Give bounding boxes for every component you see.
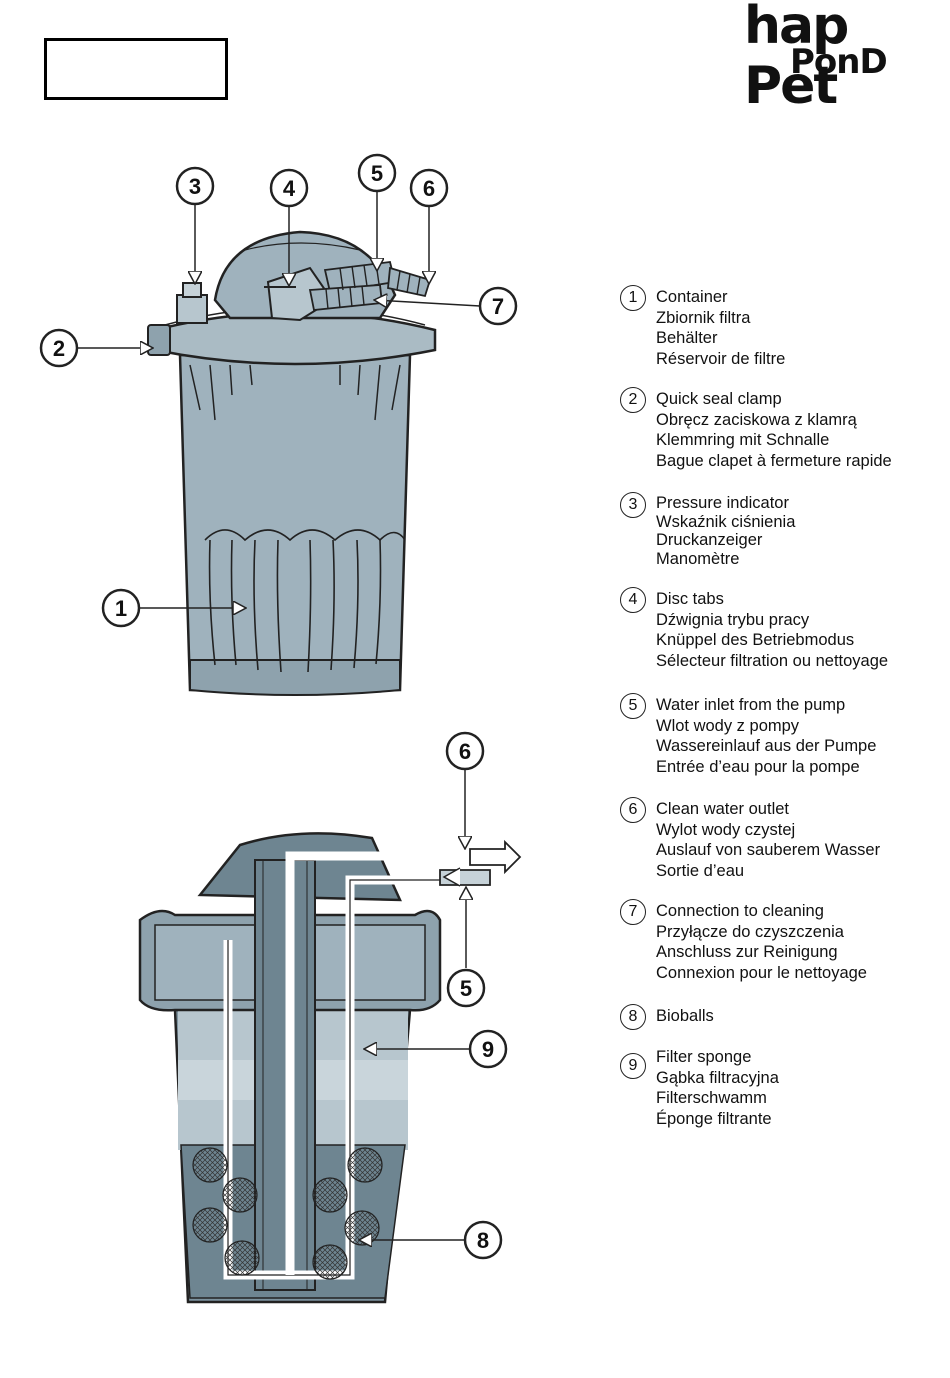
legend-number: 1 xyxy=(620,285,646,311)
legend-item-7: 7 Connection to cleaning Przyłącze do cz… xyxy=(620,899,867,983)
legend-line-fr: Manomètre xyxy=(656,549,740,568)
brand-logo: hap Pet PonD xyxy=(744,0,946,116)
legend-line-pl: Wlot wody z pompy xyxy=(656,716,800,735)
callout-leaders xyxy=(78,191,481,1240)
legend-line-pl: Obręcz zaciskowa z klamrą xyxy=(656,410,857,429)
legend-line-de: Knüppel des Betriebmodus xyxy=(656,631,855,649)
legend-item-2: 2 Quick seal clamp Obręcz zaciskowa z kl… xyxy=(620,387,892,471)
legend-line-fr: Connexion pour le nettoyage xyxy=(656,963,867,982)
legend-item-5: 5 Water inlet from the pump Wlot wody z … xyxy=(620,693,877,777)
legend-line-de: Wassereinlauf aus der Pumpe xyxy=(656,737,877,755)
legend-line-en: Filter sponge xyxy=(656,1048,752,1066)
legend-line-de: Druckanzeiger xyxy=(656,531,763,549)
legend-line-en: Pressure indicator xyxy=(656,494,789,512)
legend-item-9: 9 Filter sponge Gąbka filtracyjna Filter… xyxy=(620,1047,779,1129)
legend-number: 3 xyxy=(620,492,646,518)
legend-line-pl: Wskaźnik ciśnienia xyxy=(656,512,796,531)
legend-line-de: Filterschwamm xyxy=(656,1089,767,1107)
legend-line-pl: Zbiornik filtra xyxy=(656,308,751,327)
legend-line-de: Behälter xyxy=(656,329,718,347)
brand-logo-line2: PonD xyxy=(790,42,888,82)
legend-item-3: 3 Pressure indicator Wskaźnik ciśnienia … xyxy=(620,492,796,568)
bottom-filter-illustration xyxy=(138,832,522,1304)
model-label-box xyxy=(44,38,228,100)
legend-number: 8 xyxy=(620,1004,646,1030)
legend-line-en: Bioballs xyxy=(656,1007,714,1025)
legend-line-pl: Dźwignia trybu pracy xyxy=(656,610,810,629)
legend-number: 2 xyxy=(620,387,646,413)
legend-line-pl: Gąbka filtracyjna xyxy=(656,1068,779,1087)
legend-line-fr: Bague clapet à fermeture rapide xyxy=(656,451,892,470)
legend-line-en: Disc tabs xyxy=(656,590,724,608)
legend-line-en: Quick seal clamp xyxy=(656,390,782,408)
legend-number: 5 xyxy=(620,693,646,719)
legend-line-fr: Sortie d’eau xyxy=(656,861,745,880)
legend-item-8: 8 Bioballs xyxy=(620,1004,714,1030)
legend-line-en: Water inlet from the pump xyxy=(656,696,846,714)
legend-number: 7 xyxy=(620,899,646,925)
legend-item-4: 4 Disc tabs Dźwignia trybu pracy Knüppel… xyxy=(620,587,889,671)
legend-item-1: 1 Container Zbiornik filtra Behälter Rés… xyxy=(620,285,786,369)
legend-line-de: Auslauf von sauberem Wasser xyxy=(656,841,881,859)
legend-line-en: Connection to cleaning xyxy=(656,902,824,920)
legend-line-en: Clean water outlet xyxy=(656,800,789,818)
legend-line-de: Klemmring mit Schnalle xyxy=(656,431,830,449)
legend-line-fr: Entrée d’eau pour la pompe xyxy=(656,757,860,776)
legend-line-de: Anschluss zur Reinigung xyxy=(656,943,838,961)
legend-number: 4 xyxy=(620,587,646,613)
legend-number: 6 xyxy=(620,797,646,823)
legend-line-en: Container xyxy=(656,288,728,306)
legend-item-6: 6 Clean water outlet Wylot wody czystej … xyxy=(620,797,881,881)
legend-line-pl: Wylot wody czystej xyxy=(656,820,796,839)
legend-line-fr: Sélecteur filtration ou nettoyage xyxy=(656,651,889,670)
legend-line-fr: Réservoir de filtre xyxy=(656,349,786,368)
legend-line-pl: Przyłącze do czyszczenia xyxy=(656,922,844,941)
legend-number: 9 xyxy=(620,1053,646,1079)
brand-logo-line1: hap Pet xyxy=(744,0,849,116)
legend-line-fr: Éponge filtrante xyxy=(656,1109,772,1128)
